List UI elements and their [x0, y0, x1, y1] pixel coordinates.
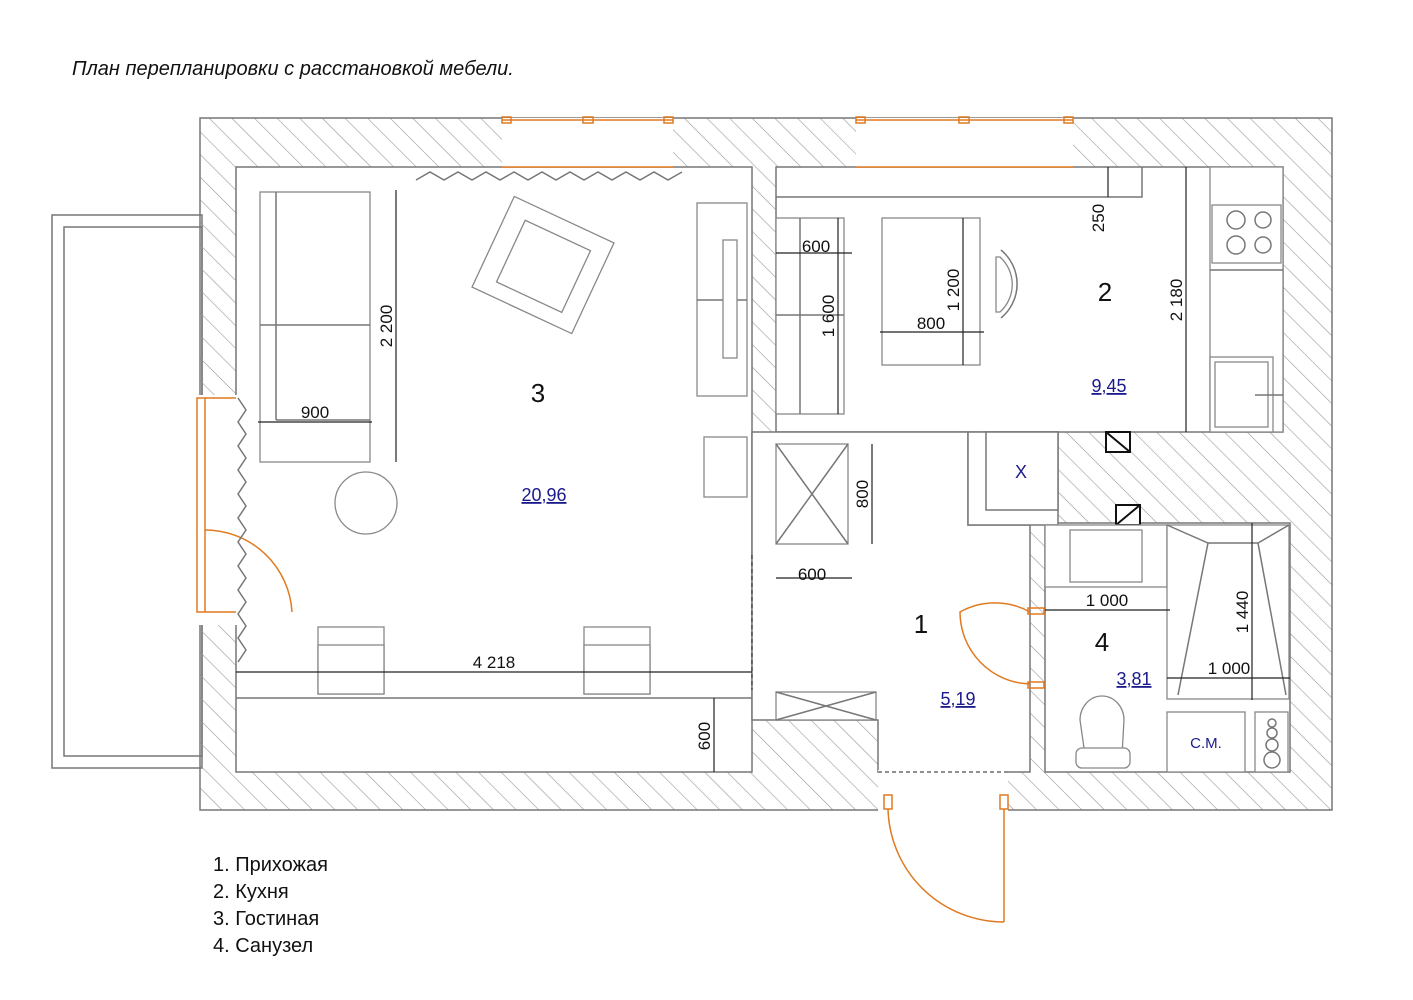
dimension-labels: 2 200 900 4 218 600 600 1 600 800 1 200 … [301, 204, 1252, 750]
dim-shower-width: 1 000 [1208, 659, 1251, 678]
room-1-number: 1 [914, 609, 928, 639]
living-furniture [236, 171, 752, 699]
dimension-lines [236, 167, 1290, 772]
bathroom-furniture: С.М. [1044, 504, 1290, 773]
room-4-area: 3,81 [1116, 669, 1151, 689]
room-legend: 1. Прихожая 2. Кухня 3. Гостиная 4. Сану… [213, 852, 328, 960]
doors [883, 602, 1045, 923]
dim-wardrobe-depth: 800 [853, 480, 872, 508]
washer-label: С.М. [1190, 735, 1222, 752]
legend-item: 1. Прихожая [213, 854, 328, 876]
room-4-number: 4 [1095, 627, 1109, 657]
dim-table-width: 800 [917, 314, 945, 333]
balcony [51, 214, 203, 769]
dim-bench-length: 1 600 [819, 295, 838, 338]
dim-sofa-length: 2 200 [377, 305, 396, 348]
legend-item: 2. Кухня [213, 881, 289, 903]
hall-furniture: X [775, 443, 1027, 721]
room-3-number: 3 [531, 378, 545, 408]
dim-kitchen-length: 2 180 [1167, 279, 1186, 322]
dim-shower-length: 1 440 [1233, 591, 1252, 634]
vent-label: X [1015, 462, 1027, 482]
room-labels: 3 20,96 2 9,45 1 5,19 4 3,81 [521, 277, 1151, 709]
room-3-area: 20,96 [521, 485, 566, 505]
dim-bench-width: 600 [802, 237, 830, 256]
kitchen-furniture [775, 166, 1284, 453]
dim-wardrobe-width: 600 [798, 565, 826, 584]
dim-wall-length: 4 218 [473, 653, 516, 672]
plan-title: План перепланировки с расстановкой мебел… [72, 58, 514, 80]
legend-item: 4. Санузел [213, 935, 314, 957]
room-2-area: 9,45 [1091, 376, 1126, 396]
dim-table-length: 1 200 [944, 269, 963, 312]
legend-item: 3. Гостиная [213, 908, 320, 930]
room-2-number: 2 [1098, 277, 1112, 307]
windows [196, 116, 1074, 812]
dim-bath-width: 1 000 [1086, 591, 1129, 610]
dim-sofa-width: 900 [301, 403, 329, 422]
dim-kitchen-offset: 250 [1089, 204, 1108, 232]
dim-desk-depth: 600 [695, 722, 714, 750]
room-1-area: 5,19 [940, 689, 975, 709]
